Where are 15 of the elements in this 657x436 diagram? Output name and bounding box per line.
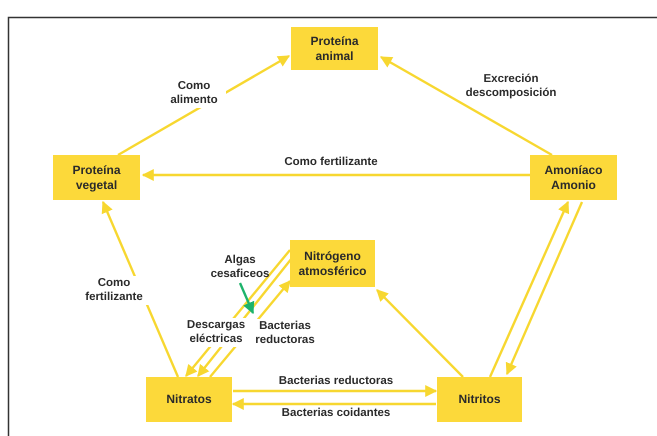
arrow (142, 169, 530, 181)
pointer-arrow (238, 282, 254, 314)
process-box: Amoníaco Amonio (530, 155, 617, 200)
arrow (233, 385, 438, 397)
process-box: Proteína vegetal (53, 155, 140, 200)
arrow (506, 202, 584, 376)
note-text: Algas cesaficeos (210, 252, 270, 282)
process-box: Proteína animal (291, 27, 378, 70)
arrow (488, 200, 570, 378)
arrow (232, 398, 436, 410)
process-box: Nitrógeno atmosférico (290, 240, 375, 287)
arrow (376, 289, 464, 378)
process-box: Nitritos (437, 377, 522, 422)
process-box: Nitratos (146, 377, 232, 422)
arrow (380, 56, 553, 156)
